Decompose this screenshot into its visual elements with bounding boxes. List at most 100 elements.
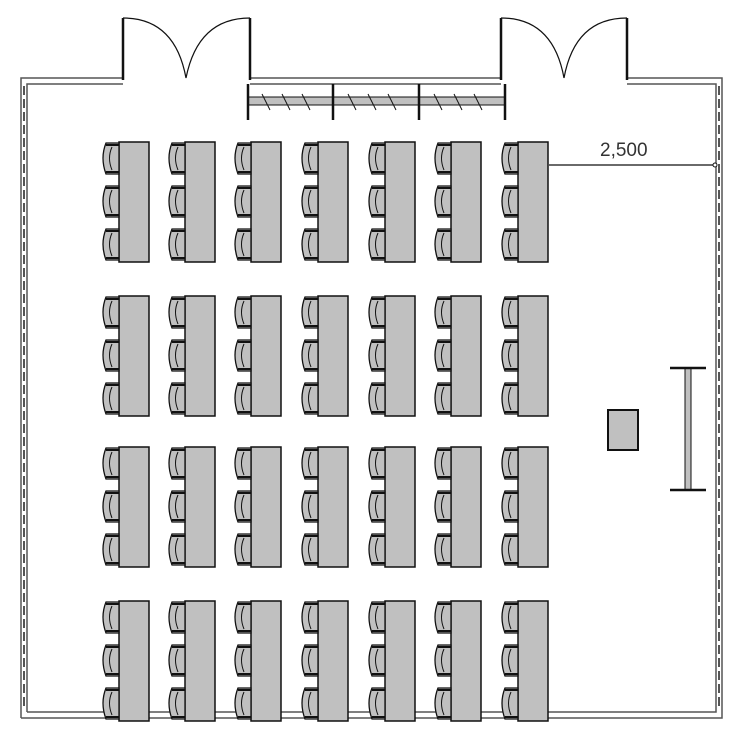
chair: [501, 601, 519, 634]
desk-unit: [501, 141, 549, 263]
chair: [168, 644, 186, 677]
chair-back: [241, 146, 245, 171]
chair: [501, 644, 519, 677]
chair: [301, 533, 319, 566]
cabinet-hatches: [261, 93, 483, 111]
desk-unit: [301, 141, 349, 263]
chair-back: [375, 691, 379, 716]
chair-back: [441, 343, 445, 368]
chair-back: [441, 189, 445, 214]
chair-seat: [234, 490, 252, 523]
dimension-end-marker: [712, 162, 718, 168]
desk: [384, 295, 416, 417]
chair-back: [375, 300, 379, 325]
chair-seat: [168, 533, 186, 566]
desk-unit: [234, 141, 282, 263]
desk: [118, 600, 150, 722]
chair: [434, 601, 452, 634]
desk: [118, 295, 150, 417]
chair: [234, 185, 252, 218]
chair: [168, 339, 186, 372]
chair-back: [109, 300, 113, 325]
chair-seat: [168, 339, 186, 372]
chair-seat: [102, 490, 120, 523]
chair-back: [109, 537, 113, 562]
chair: [301, 339, 319, 372]
desk-unit: [434, 295, 482, 417]
chair-seat: [234, 142, 252, 175]
desk: [517, 600, 549, 722]
door-swing-arc: [122, 17, 251, 79]
chair-seat: [434, 490, 452, 523]
chair-back: [508, 386, 512, 411]
chair-seat: [434, 601, 452, 634]
chair: [301, 447, 319, 480]
chair-back: [109, 494, 113, 519]
chair-back: [175, 605, 179, 630]
chair-back: [508, 146, 512, 171]
chair: [102, 601, 120, 634]
chair-seat: [102, 687, 120, 720]
chair-back: [308, 605, 312, 630]
chair-back: [175, 189, 179, 214]
chair-seat: [301, 490, 319, 523]
chair-seat: [168, 644, 186, 677]
chair-back: [175, 386, 179, 411]
desk: [517, 295, 549, 417]
desk: [384, 141, 416, 263]
chair: [368, 339, 386, 372]
chair-seat: [368, 533, 386, 566]
chair-seat: [102, 185, 120, 218]
chair-back: [241, 189, 245, 214]
chair-seat: [434, 533, 452, 566]
chair: [434, 382, 452, 415]
chair-seat: [434, 296, 452, 329]
chair: [434, 142, 452, 175]
chair-back: [109, 648, 113, 673]
chair: [501, 687, 519, 720]
chair: [234, 339, 252, 372]
chair: [301, 687, 319, 720]
chair-seat: [368, 601, 386, 634]
chair-seat: [102, 601, 120, 634]
desk-unit: [368, 295, 416, 417]
desk: [317, 600, 349, 722]
chair: [168, 382, 186, 415]
chair-back: [508, 494, 512, 519]
chair-seat: [368, 382, 386, 415]
chair-back: [375, 451, 379, 476]
desk: [517, 141, 549, 263]
chair-seat: [102, 382, 120, 415]
chair: [434, 533, 452, 566]
chair: [102, 296, 120, 329]
chair-seat: [168, 228, 186, 261]
chair: [368, 296, 386, 329]
chair-back: [308, 189, 312, 214]
chair: [501, 185, 519, 218]
chair-back: [308, 386, 312, 411]
chair-back: [109, 146, 113, 171]
desk: [184, 295, 216, 417]
chair-back: [375, 494, 379, 519]
chair-back: [308, 691, 312, 716]
chair-back: [375, 343, 379, 368]
chair-back: [109, 343, 113, 368]
chair-seat: [168, 447, 186, 480]
chair: [434, 490, 452, 523]
chair-seat: [168, 142, 186, 175]
chair-back: [508, 232, 512, 257]
desk-unit: [102, 295, 150, 417]
chair: [434, 339, 452, 372]
chair-back: [441, 451, 445, 476]
desk-unit: [168, 141, 216, 263]
chair-seat: [368, 185, 386, 218]
chair: [168, 687, 186, 720]
chair: [102, 490, 120, 523]
desk-unit: [301, 295, 349, 417]
chair-back: [375, 648, 379, 673]
chair-seat: [368, 142, 386, 175]
chair-seat: [501, 533, 519, 566]
chair: [301, 142, 319, 175]
chair-back: [175, 146, 179, 171]
chair-back: [175, 343, 179, 368]
